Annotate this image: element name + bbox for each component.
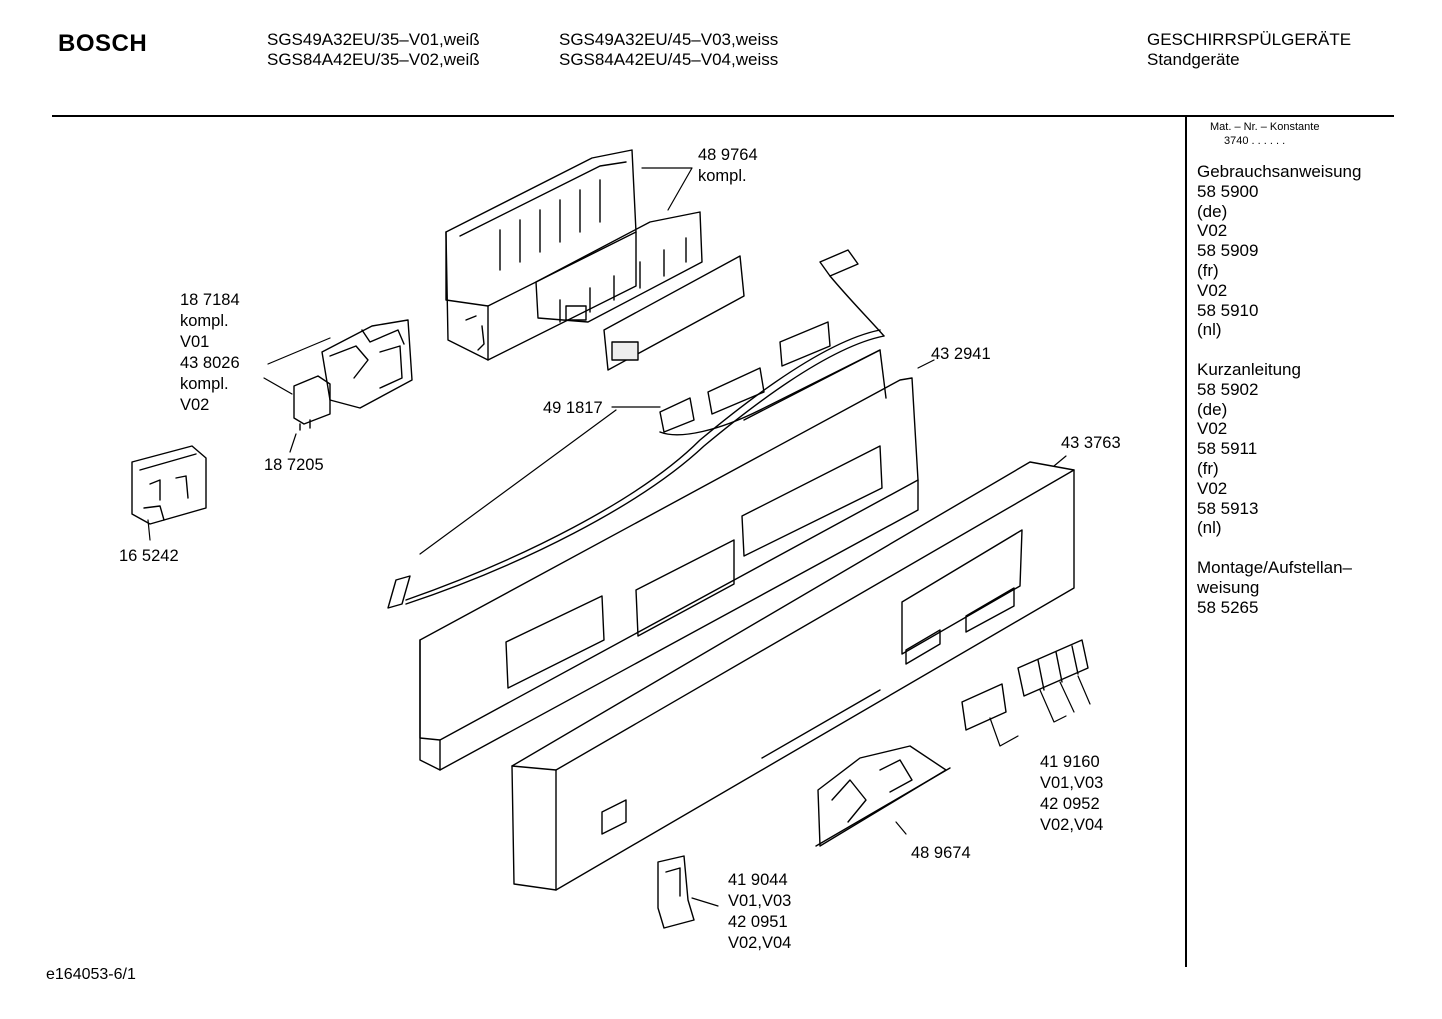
part-label-419160: 41 9160 V01,V03 42 0952 V02,V04: [1040, 752, 1103, 836]
model-list-2: SGS49A32EU/45–V03,weiss SGS84A42EU/45–V0…: [559, 30, 778, 70]
doc-line: V02: [1197, 280, 1228, 300]
doc-line: 58 5900: [1197, 181, 1259, 201]
doc-line: V02: [1197, 478, 1228, 498]
part-number: 42 0952: [1040, 795, 1100, 813]
part-label-187184: 18 7184 kompl. V01 43 8026 kompl. V02: [180, 290, 240, 416]
handle-489674: [815, 745, 951, 847]
sidebar-divider: [1185, 117, 1187, 967]
model-list-1: SGS49A32EU/35–V01,weiß SGS84A42EU/35–V02…: [267, 30, 480, 70]
model-code: SGS49A32EU/35–V01,weiß: [267, 30, 480, 49]
relay-187184: [321, 319, 413, 409]
part-note: V01,V03: [728, 892, 792, 910]
leader-lines: [147, 167, 1091, 907]
part-note: kompl.: [180, 375, 229, 393]
part-label-433763: 43 3763: [1061, 433, 1121, 454]
doc-title: Gebrauchsanweisung: [1197, 162, 1362, 181]
part-note: V02,V04: [1040, 816, 1104, 834]
clip-419044: [657, 855, 695, 929]
front-panel: [511, 461, 1075, 891]
part-number: 43 8026: [180, 354, 240, 372]
switch-165242: [131, 445, 207, 525]
doc-line: V02: [1197, 419, 1228, 439]
doc-line: 58 5265: [1197, 597, 1259, 617]
part-label-419044: 41 9044 V01,V03 42 0951 V02,V04: [728, 870, 791, 954]
part-number: 42 0951: [728, 913, 788, 931]
brand-logo: BOSCH: [58, 30, 148, 57]
doc-line: 58 5911: [1197, 439, 1258, 459]
part-number: 16 5242: [119, 547, 179, 565]
doc-line: 58 5913: [1197, 498, 1259, 518]
model-code: SGS49A32EU/45–V03,weiss: [559, 30, 779, 49]
part-number: 41 9160: [1040, 753, 1100, 771]
doc-block-installation: Montage/Aufstellan– weisung 58 5265: [1197, 558, 1361, 617]
doc-line: 58 5902: [1197, 379, 1259, 399]
doc-line: V02: [1197, 221, 1228, 241]
doc-line: (de): [1197, 201, 1228, 221]
cable-harness: [387, 249, 885, 609]
part-note: V01: [180, 333, 210, 351]
part-note: V02,V04: [728, 934, 792, 952]
part-number: 41 9044: [728, 871, 788, 889]
control-frame: [419, 349, 919, 771]
part-note: V01,V03: [1040, 774, 1104, 792]
part-label-489674: 48 9674: [911, 843, 971, 864]
doc-title: Kurzanleitung: [1197, 359, 1301, 379]
header-divider: [52, 115, 1394, 117]
part-number: 49 1817: [543, 399, 603, 417]
display-panel: [603, 255, 745, 371]
doc-line: 58 5909: [1197, 241, 1259, 261]
part-note: V02: [180, 396, 210, 414]
capacitor-187205: [293, 375, 331, 431]
doc-line: (nl): [1197, 320, 1222, 340]
buttons-419160: [961, 639, 1089, 731]
part-label-432941: 43 2941: [931, 344, 991, 365]
model-code: SGS84A42EU/45–V04,weiss: [559, 50, 779, 69]
doc-line: 58 5910: [1197, 300, 1259, 320]
doc-line: (de): [1197, 399, 1228, 419]
doc-block-manual: Gebrauchsanweisung 58 5900 (de) V02 58 5…: [1197, 162, 1361, 340]
matnr-value: 3740 . . . . . .: [1224, 135, 1286, 147]
part-number: 48 9764: [698, 146, 758, 164]
part-number: 43 2941: [931, 345, 991, 363]
part-number: 43 3763: [1061, 434, 1121, 452]
model-code: SGS84A42EU/35–V02,weiß: [267, 50, 480, 69]
category-title: GESCHIRRSPÜLGERÄTE: [1147, 30, 1352, 49]
part-note: kompl.: [180, 312, 229, 330]
category-block: GESCHIRRSPÜLGERÄTE Standgeräte: [1147, 30, 1351, 70]
doc-line: (fr): [1197, 260, 1219, 280]
part-label-489764: 48 9764 kompl.: [698, 145, 758, 187]
part-number: 18 7184: [180, 291, 240, 309]
electronic-module: [445, 149, 703, 361]
matnr-label: Mat. – Nr. – Konstante: [1210, 121, 1320, 133]
part-number: 18 7205: [264, 456, 324, 474]
part-number: 48 9674: [911, 844, 971, 862]
category-subtitle: Standgeräte: [1147, 50, 1240, 69]
drawing-code: e164053-6/1: [46, 966, 136, 983]
part-label-491817: 49 1817: [543, 398, 603, 419]
part-label-187205: 18 7205: [264, 455, 324, 476]
part-label-165242: 16 5242: [119, 546, 179, 567]
documents-list: Gebrauchsanweisung 58 5900 (de) V02 58 5…: [1197, 162, 1361, 637]
doc-block-quickguide: Kurzanleitung 58 5902 (de) V02 58 5911 (…: [1197, 360, 1361, 538]
doc-line: (nl): [1197, 518, 1222, 538]
doc-line: (fr): [1197, 458, 1219, 478]
doc-title: Montage/Aufstellan–: [1197, 557, 1352, 577]
doc-line: weisung: [1197, 577, 1260, 597]
part-note: kompl.: [698, 167, 747, 185]
matnr-block: Mat. – Nr. – Konstante 3740 . . . . . .: [1210, 120, 1319, 148]
